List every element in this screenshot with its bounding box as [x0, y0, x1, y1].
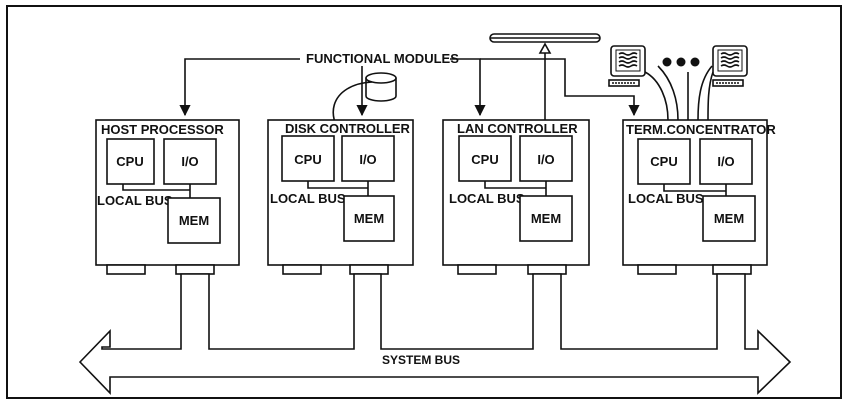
mem-label: MEM: [531, 211, 561, 226]
io-box: [341, 135, 395, 182]
module-term-concentrator: TERM.CONCENTRATOR CPU I/O LOCAL BUS MEM: [622, 119, 776, 275]
terminal-cables: [644, 65, 714, 121]
outer-frame: [6, 5, 842, 399]
edge-connector: [712, 264, 752, 275]
cpu-label: CPU: [471, 152, 498, 167]
functional-modules-arrows: [179, 58, 640, 117]
cpu-box: [458, 135, 512, 182]
module-title: DISK CONTROLLER: [285, 121, 411, 136]
edge-connector: [457, 264, 497, 275]
edge-connector: [349, 264, 389, 275]
cpu-label: CPU: [294, 152, 321, 167]
io-box: [699, 138, 753, 185]
module-lan-controller: LAN CONTROLLER CPU I/O LOCAL BUS MEM: [442, 119, 590, 275]
local-bus-label: LOCAL BUS: [449, 191, 525, 206]
system-bus: SYSTEM BUS: [78, 273, 792, 395]
local-bus-label: LOCAL BUS: [270, 191, 346, 206]
system-bus-label: SYSTEM BUS: [382, 353, 460, 367]
functional-modules-label: FUNCTIONAL MODULES: [306, 51, 459, 66]
cpu-label: CPU: [650, 154, 677, 169]
edge-connector: [106, 264, 146, 275]
module-title: HOST PROCESSOR: [101, 122, 224, 137]
module-title: LAN CONTROLLER: [457, 121, 578, 136]
io-label: I/O: [181, 154, 198, 169]
module-disk-controller: DISK CONTROLLER CPU I/O LOCAL BUS MEM: [267, 119, 414, 275]
module-host-processor: HOST PROCESSOR CPU I/O LOCAL BUS MEM: [95, 119, 240, 275]
terminal-monitor-icon: [608, 45, 646, 87]
edge-connector: [637, 264, 677, 275]
local-bus-line: [122, 184, 191, 198]
mem-label: MEM: [179, 213, 209, 228]
disk-drive-icon: [365, 72, 397, 102]
ellipsis-dots: [662, 57, 700, 67]
cpu-box: [637, 138, 691, 185]
local-bus-label: LOCAL BUS: [97, 193, 173, 208]
io-label: I/O: [359, 152, 376, 167]
mem-label: MEM: [714, 211, 744, 226]
local-bus-label: LOCAL BUS: [628, 191, 704, 206]
cpu-box: [106, 138, 155, 185]
io-label: I/O: [717, 154, 734, 169]
io-box: [163, 138, 217, 185]
mem-box: [167, 197, 221, 244]
io-box: [519, 135, 573, 182]
mem-box: [702, 195, 756, 242]
module-title: TERM.CONCENTRATOR: [626, 122, 776, 137]
lan-cable-icon: [489, 33, 601, 54]
io-label: I/O: [537, 152, 554, 167]
mem-box: [343, 195, 395, 242]
edge-connector: [527, 264, 567, 275]
edge-connector: [282, 264, 322, 275]
mem-box: [519, 195, 573, 242]
edge-connector: [175, 264, 215, 275]
cpu-label: CPU: [116, 154, 143, 169]
cpu-box: [281, 135, 335, 182]
mem-label: MEM: [354, 211, 384, 226]
terminal-monitor-icon: [712, 45, 748, 87]
